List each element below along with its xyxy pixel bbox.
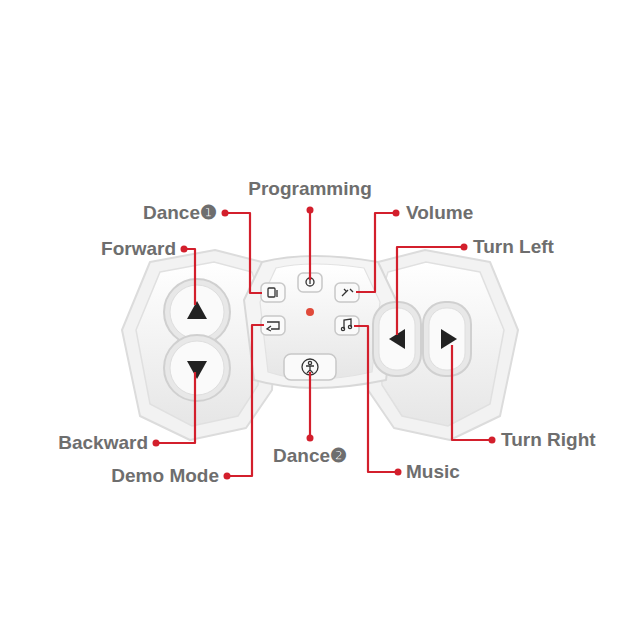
callout-label: Backward xyxy=(58,432,148,454)
callout-label: Music xyxy=(406,461,460,483)
callout-label: Demo Mode xyxy=(111,465,219,487)
callout-label: Dance❷ xyxy=(273,445,347,467)
callout-label: Forward xyxy=(101,238,176,260)
callout-label: Volume xyxy=(406,202,473,224)
callout-label: Programming xyxy=(248,178,372,200)
callout-label: Turn Left xyxy=(473,236,554,258)
callout-label: Dance❶ xyxy=(143,202,217,224)
callout-label: Turn Right xyxy=(501,429,596,451)
